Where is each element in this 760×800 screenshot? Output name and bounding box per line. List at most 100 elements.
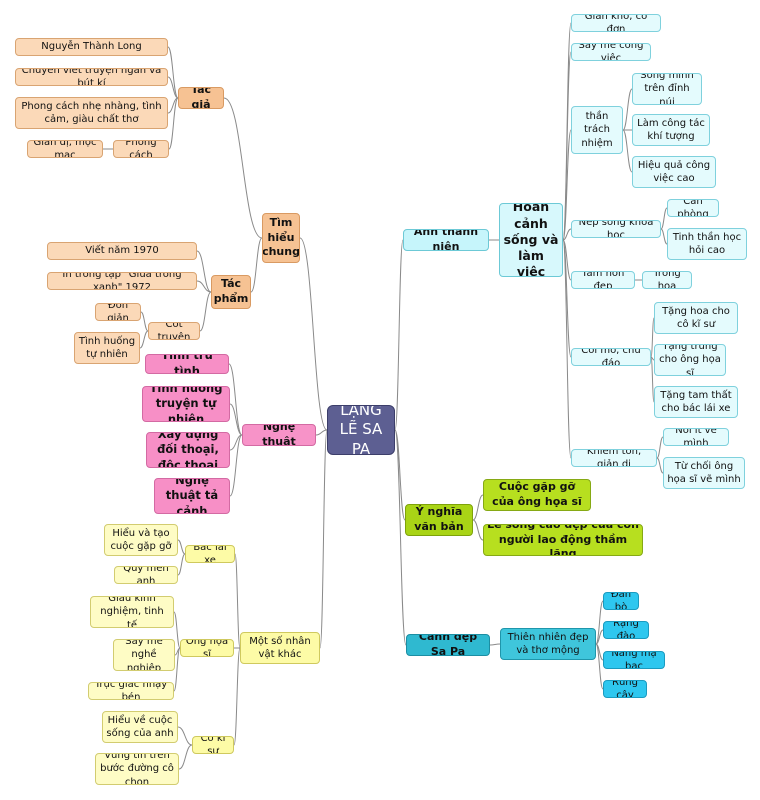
hoan-canh[interactable]: Hoàn cảnh sống và làm việc — [499, 203, 563, 277]
connector-thien-nhien-to-canh-item-1 — [595, 600, 604, 645]
connector-y-nghia-van-ban-to-y-nghia-item-1 — [472, 494, 484, 521]
connector-tac-pham-to-cot-truyen — [199, 291, 212, 332]
connector-trach-nhiem-to-trach-nhiem-item-3 — [622, 129, 633, 173]
written-year[interactable]: Viết năm 1970 — [47, 242, 197, 260]
gian-di-moc-mac[interactable]: Giản dị, mộc mạc — [27, 140, 103, 158]
connector-nhan-vat-khac-to-bac-lai-xe — [234, 553, 241, 649]
coi-mo-item-3[interactable]: Tặng tam thất cho bác lái xe — [654, 386, 738, 418]
connector-root-topic-to-nghe-thuat — [315, 429, 328, 436]
canh-item-4[interactable]: Rừng cây — [603, 680, 647, 698]
connector-root-topic-to-tim-hieu-chung — [299, 237, 328, 431]
trach-nhiem-item-3[interactable]: Hiệu quả công việc cao — [632, 156, 716, 188]
ong-hoa-si-item-1[interactable]: Giàu kinh nghiệm, tinh tế — [90, 596, 174, 628]
connector-tac-pham-to-published-in — [196, 280, 212, 293]
connector-hoan-canh-to-khiem-ton — [562, 239, 572, 459]
connector-coi-mo-chu-dao-to-coi-mo-item-3 — [650, 356, 655, 403]
ong-hoa-si-item-2[interactable]: Say mê nghề nghiệp — [113, 639, 175, 671]
author-genre[interactable]: Chuyên viết truyện ngắn và bút kí — [15, 68, 168, 86]
connector-ong-hoa-si-to-ong-hoa-si-item-3 — [173, 647, 181, 692]
y-nghia-van-ban[interactable]: Ý nghĩa văn bản — [405, 504, 473, 536]
author-name[interactable]: Nguyễn Thành Long — [15, 38, 168, 56]
nghe-thuat[interactable]: Nghệ thuật — [242, 424, 316, 446]
canh-item-3[interactable]: Nắng mạ bạc — [603, 651, 665, 669]
connector-co-ki-su-to-co-ki-su-item-2 — [178, 744, 193, 770]
ong-hoa-si-item-3[interactable]: Trực giác nhạy bén — [88, 682, 174, 700]
connector-nep-song-khoa-hoc-to-khoa-hoc-item-2 — [660, 228, 668, 245]
connector-tac-gia-to-author-genre — [167, 76, 179, 99]
connector-cot-truyen-to-don-gian — [140, 311, 149, 332]
nhan-vat-khac[interactable]: Một số nhân vật khác — [240, 632, 320, 664]
connector-tac-gia-to-author-name — [167, 46, 179, 99]
tac-gia[interactable]: Tác giả — [178, 87, 224, 109]
co-ki-su-item-1[interactable]: Hiểu về cuộc sống của anh — [102, 711, 178, 743]
canh-item-1[interactable]: Đàn bò — [603, 592, 639, 610]
bac-lai-xe-item-2[interactable]: Quý mến anh — [114, 566, 178, 584]
connector-trach-nhiem-to-trach-nhiem-item-1 — [622, 88, 633, 131]
connector-co-ki-su-to-co-ki-su-item-1 — [177, 726, 193, 746]
connector-ong-hoa-si-to-ong-hoa-si-item-1 — [173, 611, 181, 649]
co-ki-su[interactable]: Cô kĩ sư — [192, 736, 234, 754]
ong-hoa-si[interactable]: Ông họa sĩ — [180, 639, 234, 657]
connector-hoan-canh-to-trach-nhiem — [562, 129, 572, 241]
anh-thanh-nien[interactable]: Anh thanh niên — [403, 229, 489, 251]
co-ki-su-item-2[interactable]: Vững tin trên bước đường cô chọn — [95, 753, 179, 785]
tac-pham[interactable]: Tác phẩm — [211, 275, 251, 309]
connector-tim-hieu-chung-to-tac-gia — [223, 97, 263, 239]
connector-root-topic-to-canh-dep-sa-pa — [394, 429, 407, 646]
trong-hoa[interactable]: Trồng hoa — [642, 271, 692, 289]
thien-nhien[interactable]: Thiên nhiên đẹp và thơ mộng — [500, 628, 596, 660]
connector-root-topic-to-nhan-vat-khac — [319, 429, 328, 649]
trach-nhiem[interactable]: Tinh thần trách nhiệm cao — [571, 106, 623, 154]
tim-hieu-chung[interactable]: Tìm hiểu chung — [262, 213, 300, 263]
root-topic[interactable]: LẶNG LẼ SA PA — [327, 405, 395, 455]
connector-root-topic-to-y-nghia-van-ban — [394, 429, 406, 521]
connector-tac-gia-to-phong-cach — [168, 97, 179, 150]
connector-nghe-thuat-to-art-item-4 — [229, 434, 243, 497]
bac-lai-xe-item-1[interactable]: Hiểu và tạo cuộc gặp gỡ — [104, 524, 178, 556]
bac-lai-xe[interactable]: Bác lái xe — [185, 545, 235, 563]
cot-truyen[interactable]: Cốt truyện — [148, 322, 200, 340]
connector-tim-hieu-chung-to-tac-pham — [250, 237, 263, 293]
author-style-desc[interactable]: Phong cách nhẹ nhàng, tình cảm, giàu chấ… — [15, 97, 168, 129]
trach-nhiem-item-2[interactable]: Làm công tác khí tượng — [632, 114, 710, 146]
khiem-ton[interactable]: Khiêm tốn, giản dị — [571, 449, 657, 467]
connector-nghe-thuat-to-art-item-2 — [229, 403, 243, 436]
published-in[interactable]: In trong tập "Giữa trong xanh" 1972 — [47, 272, 197, 290]
coi-mo-chu-dao[interactable]: Cởi mở, chu đáo — [571, 348, 651, 366]
connector-nep-song-khoa-hoc-to-khoa-hoc-item-1 — [660, 207, 668, 230]
connector-thien-nhien-to-canh-item-4 — [595, 643, 604, 690]
tinh-huong-tu-nhien[interactable]: Tình huống tự nhiên — [74, 332, 140, 364]
khoa-hoc-item-2[interactable]: Tinh thần học hỏi cao — [667, 228, 747, 260]
connector-canh-dep-sa-pa-to-thien-nhien — [489, 643, 501, 646]
khiem-ton-item-1[interactable]: Nói ít về mình — [663, 428, 729, 446]
y-nghia-item-2[interactable]: Lẽ sống cao đẹp của con người lao động t… — [483, 524, 643, 556]
khiem-ton-item-2[interactable]: Từ chối ông họa sĩ vẽ mình — [663, 457, 745, 489]
canh-item-2[interactable]: Rặng đào — [603, 621, 649, 639]
connector-tac-pham-to-written-year — [196, 250, 212, 293]
nep-song-khoa-hoc[interactable]: Nếp sống khoa học — [571, 220, 661, 238]
art-item-4[interactable]: Nghệ thuật tả cảnh — [154, 478, 230, 514]
connector-nghe-thuat-to-art-item-1 — [228, 363, 243, 436]
gian-kho[interactable]: Gian khổ, cô đơn — [571, 14, 661, 32]
trach-nhiem-item-1[interactable]: Sống mình trên đỉnh núi — [632, 73, 702, 105]
say-me[interactable]: Say mê công việc — [571, 43, 651, 61]
connector-cot-truyen-to-tinh-huong-tu-nhien — [139, 330, 149, 349]
art-item-3[interactable]: Xây dựng đối thoại, độc thoại — [146, 432, 230, 468]
don-gian[interactable]: Đơn giản — [95, 303, 141, 321]
connector-thien-nhien-to-canh-item-2 — [595, 629, 604, 645]
connector-root-topic-to-anh-thanh-nien — [394, 239, 404, 431]
phong-cach[interactable]: Phong cách — [113, 140, 169, 158]
art-item-1[interactable]: Tính trữ tình — [145, 354, 229, 374]
connector-bac-lai-xe-to-bac-lai-xe-item-1 — [177, 539, 186, 555]
coi-mo-item-2[interactable]: Tặng trứng cho ông họa sĩ — [654, 344, 726, 376]
canh-dep-sa-pa[interactable]: Cảnh đẹp Sa Pa — [406, 634, 490, 656]
coi-mo-item-1[interactable]: Tặng hoa cho cô kĩ sư — [654, 302, 738, 334]
art-item-2[interactable]: Tình huống truyện tự nhiên — [142, 386, 230, 422]
tam-hon-dep[interactable]: Tâm hồn đẹp — [571, 271, 635, 289]
connector-bac-lai-xe-to-bac-lai-xe-item-2 — [177, 553, 186, 576]
y-nghia-item-1[interactable]: Cuộc gặp gỡ của ông họa sĩ — [483, 479, 591, 511]
connector-khiem-ton-to-khiem-ton-item-1 — [656, 436, 664, 459]
khoa-hoc-item-1[interactable]: Căn phòng — [667, 199, 719, 217]
connector-hoan-canh-to-nep-song-khoa-hoc — [562, 228, 572, 241]
